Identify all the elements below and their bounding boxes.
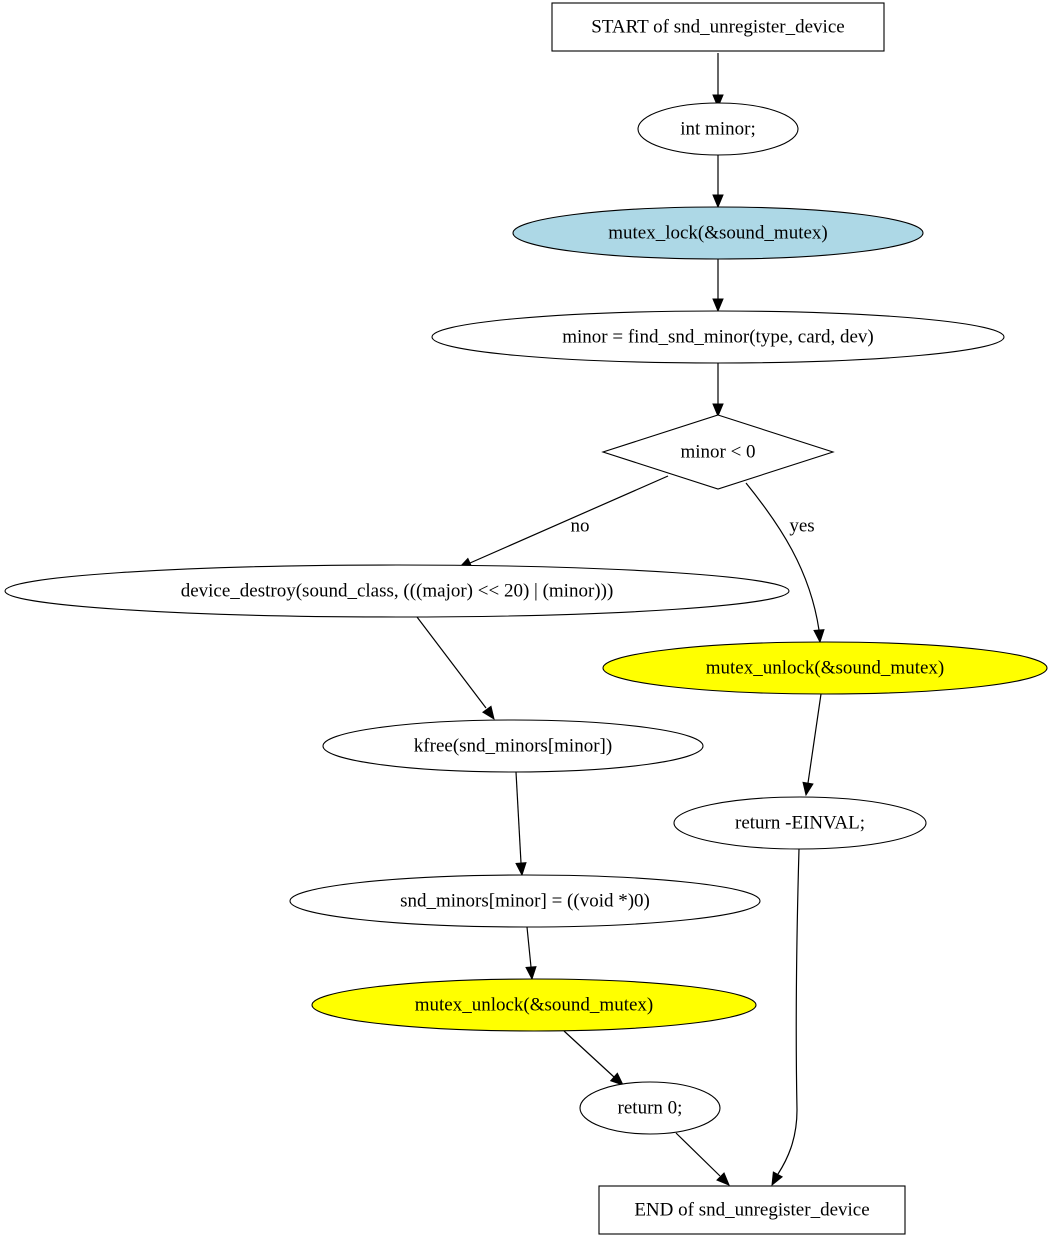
edge-destroy-to-kfree xyxy=(416,616,495,721)
node-box xyxy=(551,2,885,52)
edge-line xyxy=(563,1030,615,1078)
arrowhead xyxy=(609,1072,624,1086)
arrowhead xyxy=(712,94,724,109)
node-cond: minor < 0 xyxy=(601,414,835,490)
node-label: kfree(snd_minors[minor]) xyxy=(414,735,612,756)
node-diamond xyxy=(601,414,835,490)
node-ellipse xyxy=(289,874,761,928)
node-label: mutex_lock(&sound_mutex) xyxy=(608,222,828,243)
node-kfree: kfree(snd_minors[minor]) xyxy=(322,719,704,773)
node-label: device_destroy(sound_class, (((major) <<… xyxy=(181,580,614,601)
node-label: START of snd_unregister_device xyxy=(591,16,844,37)
edge-label-yes: yes xyxy=(789,515,814,536)
node-end: END of snd_unregister_device xyxy=(598,1185,906,1235)
node-ellipse xyxy=(311,978,757,1032)
edge-start-to-decl_minor xyxy=(712,53,724,109)
node-label: return -EINVAL; xyxy=(735,812,865,833)
node-label: return 0; xyxy=(618,1097,683,1118)
node-label: minor = find_snd_minor(type, card, dev) xyxy=(562,326,873,347)
edge-line xyxy=(515,771,522,864)
node-ellipse xyxy=(673,796,927,850)
node-ret-zero: return 0; xyxy=(579,1081,721,1135)
node-box xyxy=(598,1185,906,1235)
node-unlock-ok: mutex_unlock(&sound_mutex) xyxy=(311,978,757,1032)
node-ellipse xyxy=(4,564,790,618)
arrowhead xyxy=(481,705,495,721)
arrowhead xyxy=(525,966,537,981)
node-ret-einval: return -EINVAL; xyxy=(673,796,927,850)
node-ellipse xyxy=(431,310,1005,364)
edge-kfree-to-null_assign xyxy=(515,771,527,877)
arrowhead xyxy=(712,403,724,418)
node-unlock-err: mutex_unlock(&sound_mutex) xyxy=(602,641,1048,695)
edge-line xyxy=(675,1132,721,1177)
edge-line xyxy=(745,482,820,631)
edge-line xyxy=(416,616,487,709)
node-lock: mutex_lock(&sound_mutex) xyxy=(512,206,924,260)
node-label: snd_minors[minor] = ((void *)0) xyxy=(400,890,650,911)
edge-null_assign-to-unlock_ok xyxy=(525,926,537,981)
arrowhead xyxy=(716,1172,730,1186)
edge-ret_zero-to-end xyxy=(675,1132,730,1186)
node-label: minor < 0 xyxy=(680,441,755,462)
node-start: START of snd_unregister_device xyxy=(551,2,885,52)
edge-lock-to-find xyxy=(712,259,724,313)
node-ellipse xyxy=(322,719,704,773)
edge-line xyxy=(777,848,800,1175)
node-ellipse xyxy=(579,1081,721,1135)
edge-find-to-cond xyxy=(712,363,724,418)
arrowhead xyxy=(813,629,825,644)
node-ellipse xyxy=(637,102,799,156)
node-label: END of snd_unregister_device xyxy=(634,1199,869,1220)
edge-cond-to-unlock_err: yes xyxy=(745,482,825,644)
node-find: minor = find_snd_minor(type, card, dev) xyxy=(431,310,1005,364)
node-label: int minor; xyxy=(680,118,755,139)
edge-decl_minor-to-lock xyxy=(712,155,724,209)
edge-unlock_err-to-ret_einval xyxy=(802,693,822,797)
arrowhead xyxy=(802,781,814,797)
edge-line xyxy=(807,693,822,784)
arrowhead xyxy=(771,1171,784,1187)
node-ellipse xyxy=(512,206,924,260)
node-ellipse xyxy=(602,641,1048,695)
arrowhead xyxy=(515,862,527,877)
edge-cond-to-destroy: no xyxy=(457,475,669,569)
node-decl-minor: int minor; xyxy=(637,102,799,156)
node-destroy: device_destroy(sound_class, (((major) <<… xyxy=(4,564,790,618)
node-label: mutex_unlock(&sound_mutex) xyxy=(706,657,945,678)
edge-line xyxy=(526,926,532,968)
edge-unlock_ok-to-ret_zero xyxy=(563,1030,624,1086)
arrowhead xyxy=(712,194,724,209)
node-label: mutex_unlock(&sound_mutex) xyxy=(415,994,654,1015)
edge-line xyxy=(469,475,669,564)
edge-label-no: no xyxy=(571,515,590,536)
node-null-assign: snd_minors[minor] = ((void *)0) xyxy=(289,874,761,928)
arrowhead xyxy=(712,298,724,313)
edge-ret_einval-to-end xyxy=(771,848,800,1187)
